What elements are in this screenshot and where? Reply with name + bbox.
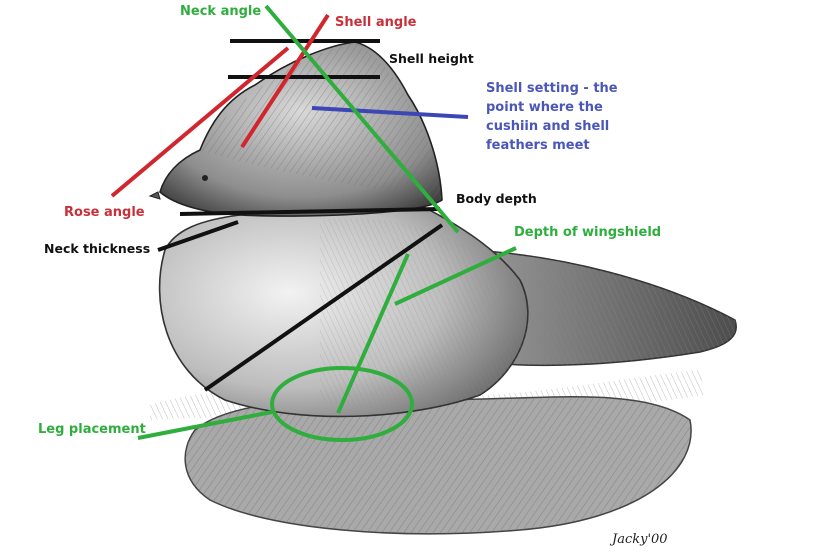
artist-signature: Jacky'00 [609,532,668,547]
label-rose-angle: Rose angle [64,205,145,220]
label-shell-setting-2: point where the [486,100,603,115]
label-shell-setting-4: feathers meet [486,138,590,153]
leg-placement-line [137,410,273,440]
label-depth-of-wingshield: Depth of wingshield [514,225,661,240]
label-shell-setting-1: Shell setting - the [486,81,618,96]
leg-placement-circle [270,366,414,442]
pigeon-illustration [148,41,737,535]
neck-thickness-line [157,220,239,252]
diagonal-black-line [203,223,444,392]
shell-angle-line [240,13,330,149]
label-neck-angle: Neck angle [180,4,261,19]
wingshield-line [394,246,517,306]
leg-vertical-line [336,253,410,414]
shell-setting-line [311,106,469,119]
label-shell-setting-3: cushiin and shell [486,119,609,134]
label-neck-thickness: Neck thickness [44,241,150,256]
label-leg-placement: Leg placement [38,422,146,437]
body-depth-line [179,207,441,216]
label-body-depth: Body depth [456,191,537,206]
neck-angle-line [264,4,460,234]
label-shell-angle: Shell angle [335,15,417,30]
label-shell-height: Shell height [389,51,474,66]
rose-angle-line [110,46,290,198]
